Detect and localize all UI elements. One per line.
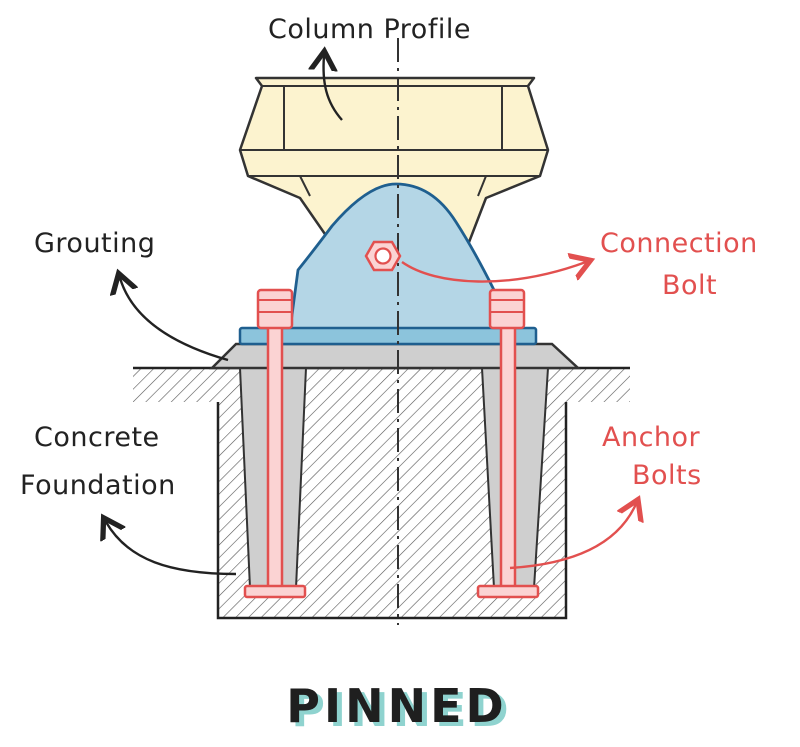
- arrow-grouting: [120, 278, 229, 362]
- arrow-connection-bolt: [401, 262, 586, 283]
- label-connection: Connection: [600, 228, 758, 259]
- connection-bolt: [364, 240, 402, 272]
- anchor-bolt-right: [476, 288, 540, 599]
- arrow-anchor-bolts: [509, 504, 636, 570]
- label-column-profile: Column Profile: [268, 14, 471, 45]
- label-grouting: Grouting: [34, 228, 155, 259]
- concrete-foundation: [133, 366, 630, 620]
- label-bolts: Bolts: [632, 460, 702, 491]
- anchor-bolt-left: [243, 288, 307, 599]
- label-bolt: Bolt: [662, 270, 717, 301]
- base-plate: [238, 326, 538, 346]
- arrow-concrete-foundation: [106, 522, 237, 576]
- arrow-column-profile: [324, 56, 343, 121]
- grouting-layer: [208, 342, 582, 370]
- label-foundation: Foundation: [20, 470, 176, 501]
- label-concrete: Concrete: [34, 422, 160, 453]
- label-anchor: Anchor: [602, 422, 701, 453]
- title-shadow: PINNED: [291, 683, 512, 737]
- diagram-title: PINNED PINNED: [286, 679, 512, 737]
- title-text: PINNED: [286, 679, 507, 733]
